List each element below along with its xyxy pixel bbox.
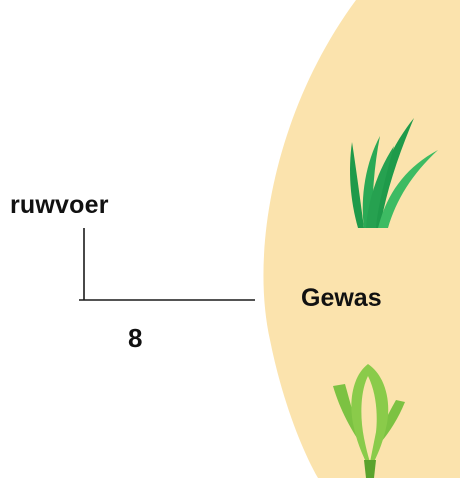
gewas-circle	[263, 0, 460, 478]
value-label: 8	[128, 323, 143, 353]
gewas-label: Gewas	[301, 284, 382, 312]
ruwvoer-label: ruwvoer	[10, 191, 109, 219]
grass-icon	[350, 118, 438, 228]
corn-icon	[333, 364, 405, 478]
